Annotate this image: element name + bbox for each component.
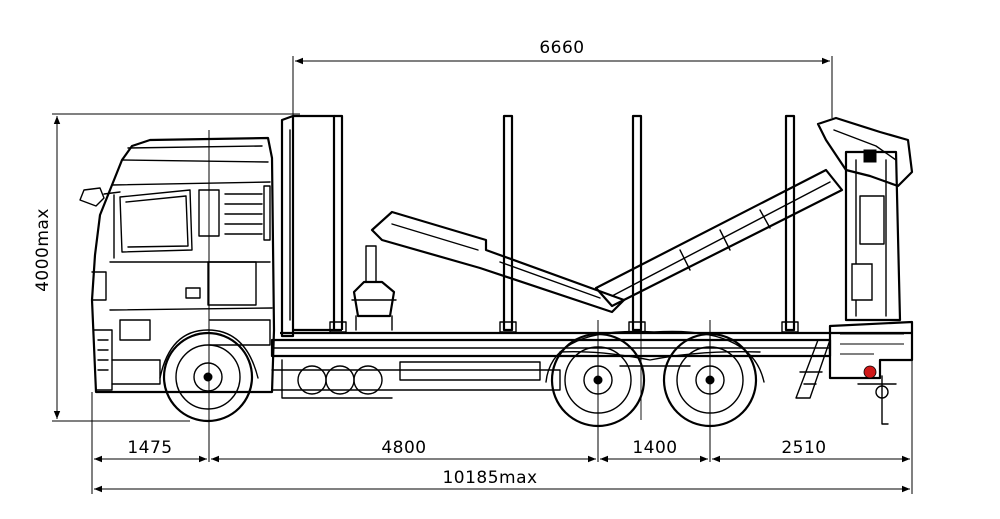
headboard (280, 114, 336, 338)
dim-label-overall-length: 10185max (442, 468, 537, 488)
rear-overhang (795, 320, 914, 425)
stakes (329, 114, 799, 333)
dim-label-rear-axle-spacing: 1400 (632, 438, 677, 458)
dim-label-height: 4000max (33, 208, 53, 292)
dim-extension-lines (91, 130, 913, 494)
dim-overall-length: 10185max (94, 468, 910, 493)
dim-label-top-length: 6660 (539, 38, 584, 58)
truck-side-view (79, 114, 914, 428)
dim-axle-row: 1475 4800 1400 2510 (94, 438, 910, 463)
dim-label-rear-overhang: 2510 (781, 438, 826, 458)
chassis (270, 338, 832, 399)
dim-height: 4000max (33, 113, 300, 422)
crane (351, 116, 914, 331)
front-wheel (159, 329, 259, 423)
rear-wheels (545, 330, 765, 428)
dim-label-front-overhang: 1475 (127, 438, 172, 458)
dim-label-wheelbase: 4800 (381, 438, 426, 458)
cab (79, 136, 276, 394)
dim-top-length: 6660 (292, 38, 833, 118)
dimension-lines: 6660 4000max 1475 4800 1400 251 (33, 38, 913, 494)
tail-light (863, 365, 877, 379)
